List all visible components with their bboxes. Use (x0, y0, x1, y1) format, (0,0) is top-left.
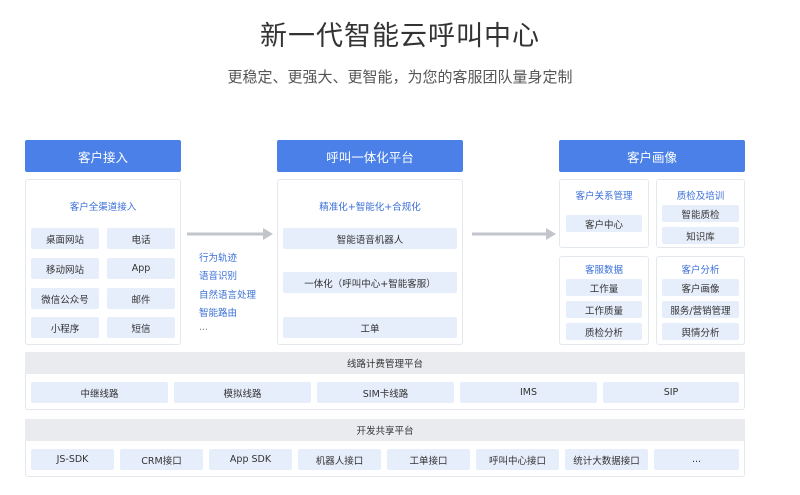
data-work-quality: 工作质量 (566, 301, 642, 318)
platform-integration: 一体化（呼叫中心+智能客服） (283, 272, 457, 293)
channel-mobile-web: 移动网站 (31, 258, 99, 279)
line-platform-header: 线路计费管理平台 (25, 352, 745, 374)
access-section-label: 客户全渠道接入 (69, 202, 137, 213)
channel-mini-program: 小程序 (31, 317, 99, 338)
analysis-sentiment: 舆情分析 (662, 323, 739, 340)
line-analog: 模拟线路 (174, 382, 311, 403)
access-header: 客户接入 (25, 140, 181, 172)
share-robot-api: 机器人接口 (298, 449, 381, 470)
data-qa-analysis: 质检分析 (566, 323, 642, 340)
service-data-box-title: 客服数据 (584, 265, 623, 276)
channel-phone: 电话 (107, 228, 175, 249)
platform-voice-robot: 智能语音机器人 (283, 228, 457, 249)
line-sip: SIP (603, 382, 739, 403)
share-platform-header: 开发共享平台 (25, 419, 745, 441)
share-ticket-api: 工单接口 (387, 449, 470, 470)
analysis-customer-portrait: 客户画像 (662, 279, 739, 296)
platform-ticket: 工单 (283, 317, 457, 338)
analysis-service-marketing: 服务/营销管理 (662, 301, 739, 318)
share-bigdata-api: 统计大数据接口 (565, 449, 648, 470)
share-callcenter-api: 呼叫中心接口 (476, 449, 559, 470)
share-js-sdk: JS-SDK (31, 449, 114, 470)
qa-smart-inspection: 智能质检 (662, 205, 739, 222)
share-app-sdk: App SDK (209, 449, 292, 470)
flow-arrow-1 (187, 228, 273, 240)
share-more: ... (654, 449, 739, 470)
qa-knowledge-base: 知识库 (662, 227, 739, 244)
flow-label-speech: 语音识别 (199, 271, 238, 282)
flow-label-nlp: 自然语言处理 (199, 290, 257, 301)
customer-analysis-box-title: 客户分析 (681, 265, 720, 276)
flow-label-more: ... (199, 322, 209, 333)
crm-box-title: 客户关系管理 (575, 191, 633, 202)
platform-section-label: 精准化+智能化+合规化 (319, 202, 421, 213)
crm-box (559, 179, 649, 248)
line-ims: IMS (460, 382, 597, 403)
share-crm-api: CRM接口 (120, 449, 203, 470)
data-workload: 工作量 (566, 279, 642, 296)
channel-sms: 短信 (107, 317, 175, 338)
crm-customer-center: 客户中心 (566, 215, 642, 232)
flow-label-routing: 智能路由 (199, 308, 238, 319)
page-title: 新一代智能云呼叫中心 (260, 21, 540, 52)
flow-label-behavior: 行为轨迹 (199, 253, 238, 264)
channel-desktop-web: 桌面网站 (31, 228, 99, 249)
flow-arrow-2 (472, 228, 556, 240)
platform-header: 呼叫一体化平台 (277, 140, 463, 172)
line-sim: SIM卡线路 (317, 382, 454, 403)
portrait-header: 客户画像 (559, 140, 745, 172)
channel-app: App (107, 258, 175, 279)
page-subtitle: 更稳定、更强大、更智能，为您的客服团队量身定制 (227, 68, 573, 86)
line-trunk: 中继线路 (31, 382, 168, 403)
qa-training-box-title: 质检及培训 (676, 191, 725, 202)
channel-wechat: 微信公众号 (31, 288, 99, 309)
channel-email: 邮件 (107, 288, 175, 309)
